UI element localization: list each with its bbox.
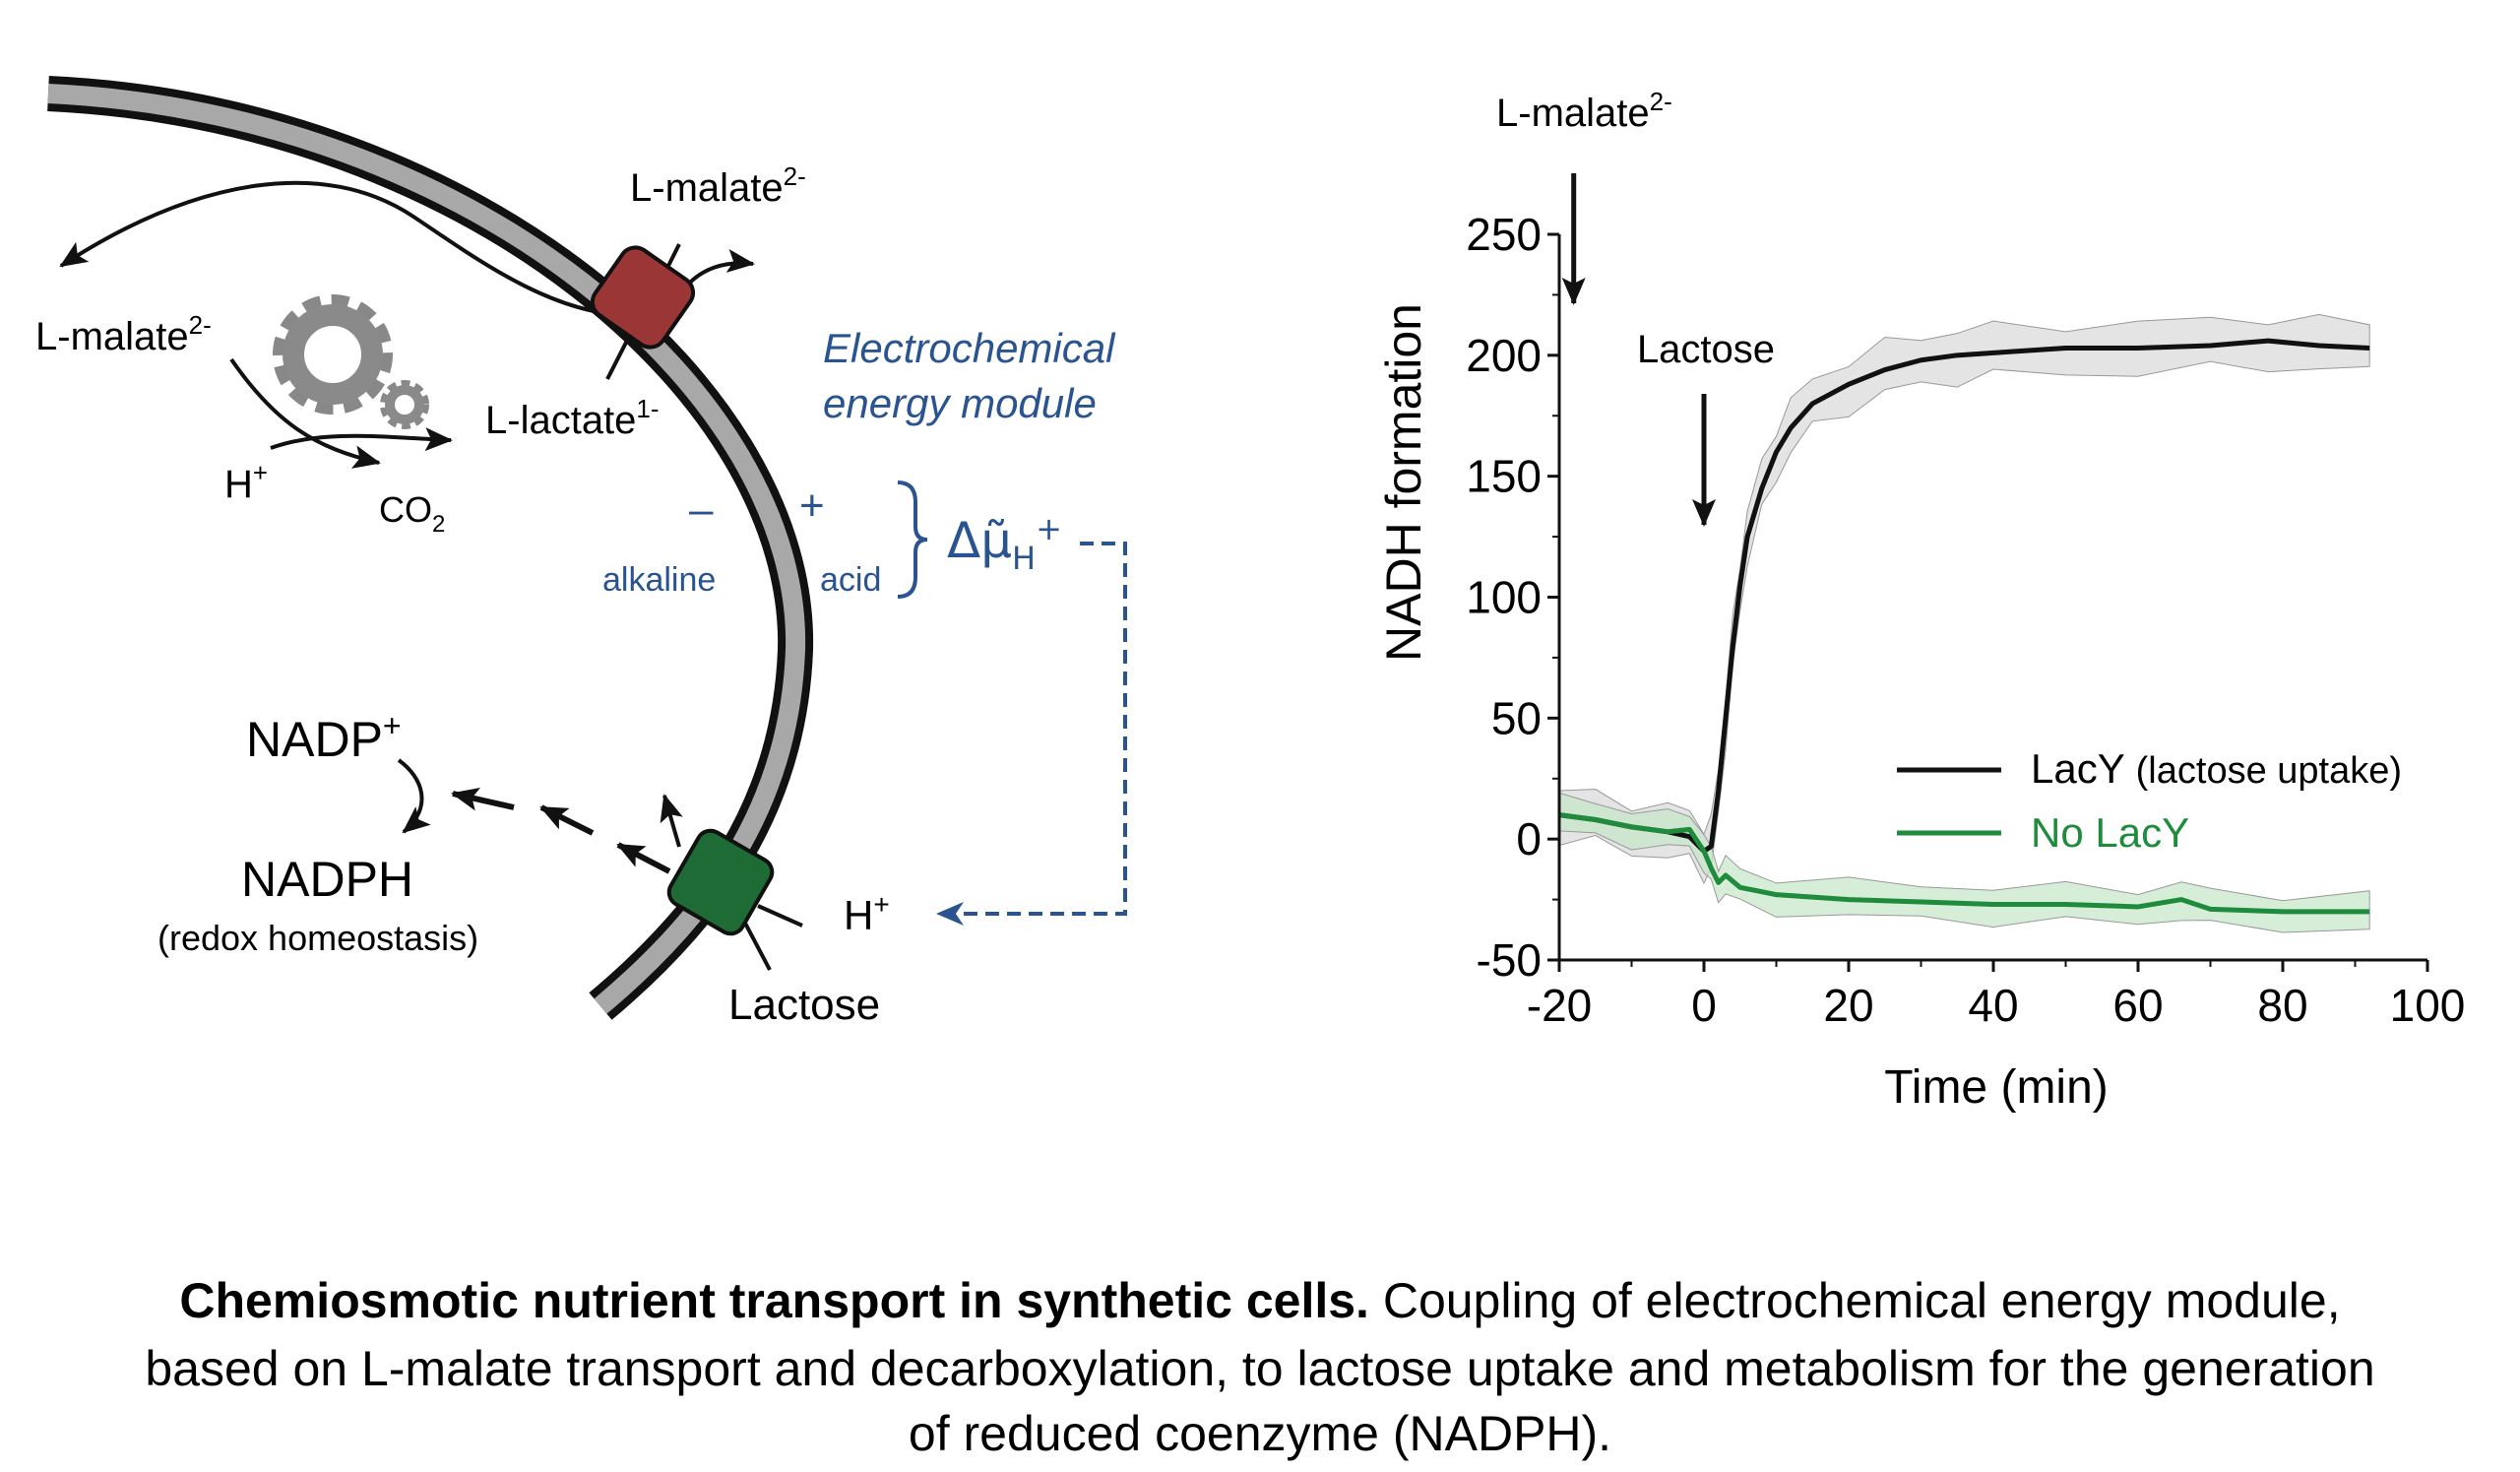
legend-label-lacy: LacY (lactose uptake) [2031,745,2402,792]
label-lactate: L-lactate1- [485,394,660,442]
label-nadp: NADP+ [246,708,402,767]
annotation-lactose: Lactose [1637,328,1775,371]
y-tick-label: 100 [1466,572,1542,623]
y-tick-label: 50 [1491,692,1542,743]
x-tick-label: -20 [1527,980,1592,1031]
label-malate-in: L-malate2- [35,310,212,358]
gear-icon [273,294,393,415]
lactose-import-arrow [660,794,683,848]
caption: Chemiosmotic nutrient transport in synth… [145,1273,2374,1461]
label-lactose: Lactose [728,981,880,1029]
y-tick-label: 150 [1466,451,1542,502]
lacy-transporter [666,828,775,936]
x-tick-label: 0 [1691,980,1717,1031]
metabolism-arrow [539,804,595,836]
transporter-leg [757,904,803,928]
transporter-leg [605,334,632,380]
y-tick-label: 250 [1466,209,1542,260]
caption-line-3: of reduced coenzyme (NADPH). [909,1406,1611,1461]
x-axis-label: Time (min) [1884,1061,2109,1114]
y-axis-label: NADH formation [1376,303,1431,662]
legend: LacY (lactose uptake) No LacY [1897,745,2402,856]
y-tick-label: 0 [1516,813,1542,864]
y-tick-label: 200 [1466,330,1542,381]
minus-sign: – [689,485,714,534]
caption-line-1: Chemiosmotic nutrient transport in synth… [179,1273,2340,1328]
x-tick-label: 100 [2390,980,2466,1031]
caption-line-2: based on L-malate transport and decarbox… [145,1341,2374,1396]
series-line-no-lacy [1558,812,2370,915]
label-alkaline: alkaline [602,561,716,599]
label-redox: (redox homeostasis) [158,918,478,958]
malate-uptake-arrow [59,180,631,317]
cell-diagram: L-malate2- L-malate2- L-lactate1- H+ CO2… [35,76,1127,1029]
label-malate-out: L-malate2- [630,161,806,210]
nadp-reduction-arrow [397,758,431,834]
x-tick-label: 80 [2257,980,2307,1031]
legend-label-no-lacy: No LacY [2031,809,2189,856]
small-gear-icon [380,380,429,429]
label-proton-out: H+ [844,889,890,938]
annotation-malate: L-malate2- [1496,87,1672,135]
series-line-lacy [1558,338,2370,854]
nadh-chart: 250 200 150 100 50 0 -50-20 0 20 40 60 80 100 Time (… [1376,87,2465,1114]
coupling-dashed-arrow [936,542,1127,926]
label-proton-motive-force: Δμ̃H+ [947,510,1062,577]
lactate-arrow [270,427,453,452]
module-title-line1: Electrochemical [823,325,1116,371]
plus-sign: + [799,481,825,530]
malate-lactate-transporter [590,245,696,350]
x-tick-label: 60 [2112,980,2163,1031]
x-tick-label: 20 [1823,980,1873,1031]
label-acid: acid [820,561,881,599]
error-band-lacy [1558,313,2370,885]
x-tick-label: 40 [1968,980,2018,1031]
decarboxylation-arrow [229,357,381,469]
metabolism-arrow [616,842,671,874]
module-title-line2: energy module [823,380,1097,426]
label-co2: CO2 [379,489,445,538]
label-proton-in: H+ [224,458,268,506]
metabolism-arrow [451,788,515,811]
brace [897,480,928,599]
y-tick-label: -50 [1477,934,1542,986]
label-nadph: NADPH [241,852,413,907]
error-band-no-lacy [1558,792,2370,933]
